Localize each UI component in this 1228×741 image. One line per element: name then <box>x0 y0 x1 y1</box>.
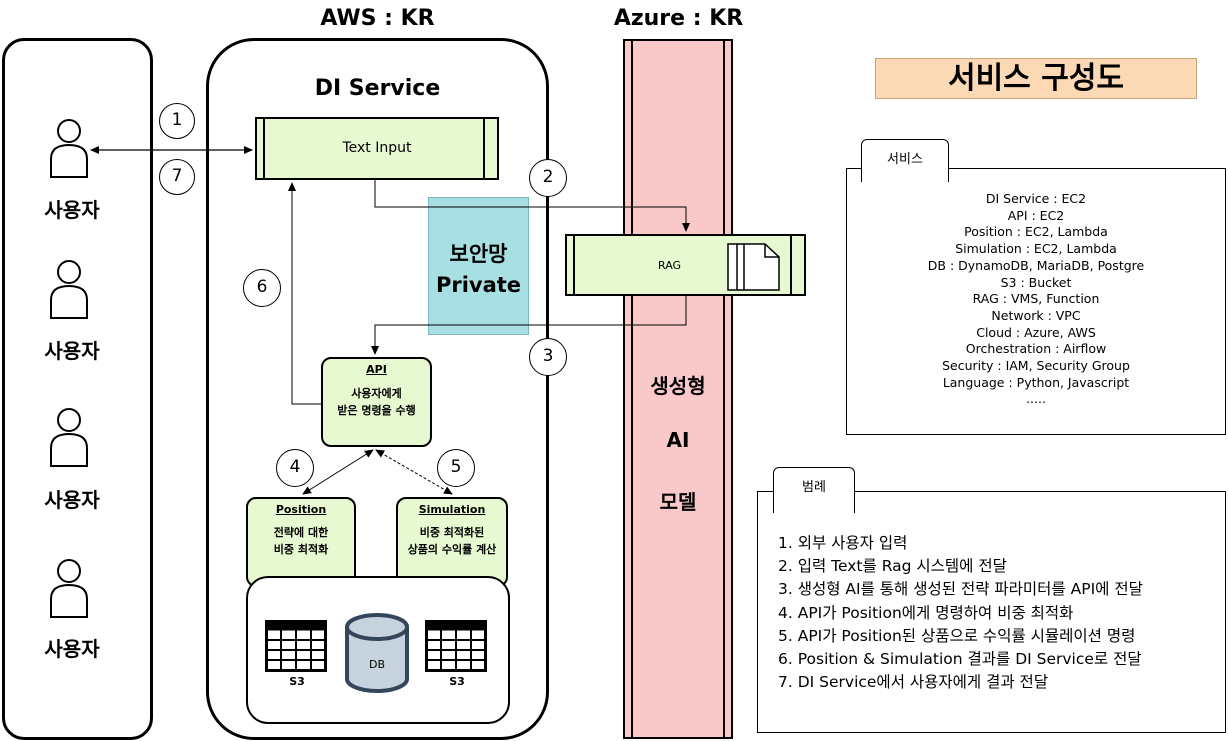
rag-node: RAG <box>565 234 806 296</box>
simulation-node: Simulation 비중 최적화된 상품의 수익률 계산 <box>396 497 508 587</box>
user-icon <box>50 408 88 467</box>
step-7-marker: 7 <box>159 159 195 195</box>
services-line: Cloud : Azure, AWS <box>976 324 1096 340</box>
services-line: API : EC2 <box>1007 207 1065 223</box>
services-panel: DI Service : EC2 API : EC2 Position : EC… <box>846 168 1226 435</box>
api-title: API <box>366 363 387 376</box>
page-title: 서비스 구성도 <box>875 58 1197 99</box>
legend-line: 3. 생성형 AI를 통해 생성된 전략 파라미터를 API에 전달 <box>778 580 1143 599</box>
services-line: Orchestration : Airflow <box>965 341 1107 357</box>
aws-zone-title: AWS : KR <box>320 6 435 31</box>
user-label: 사용자 <box>44 198 100 222</box>
text-input-label: Text Input <box>342 140 412 156</box>
azure-zone <box>623 39 733 739</box>
position-node: Position 전략에 대한 비중 최적화 <box>246 497 356 587</box>
user-icon <box>50 260 88 319</box>
security-network-label: 보안망 <box>449 242 508 266</box>
user-label: 사용자 <box>44 339 100 363</box>
text-input-node: Text Input <box>255 117 499 180</box>
legend-line: 1. 외부 사용자 입력 <box>778 534 908 552</box>
step-4-marker: 4 <box>276 449 314 487</box>
step-2-marker: 2 <box>529 159 567 197</box>
services-line: ..... <box>1026 391 1046 407</box>
s3-left-icon <box>265 620 327 672</box>
security-network-box: 보안망 Private <box>428 197 529 335</box>
services-list: DI Service : EC2 API : EC2 Position : EC… <box>847 191 1225 408</box>
services-line: RAG : VMS, Function <box>972 291 1100 307</box>
step-1-marker: 1 <box>159 103 195 139</box>
services-line: DI Service : EC2 <box>985 191 1087 206</box>
simulation-description: 비중 최적화된 상품의 수익률 계산 <box>407 526 497 556</box>
simulation-title: Simulation <box>418 503 486 516</box>
edge-text-input-rag <box>374 180 690 232</box>
legend-line: 6. Position & Simulation 결과를 DI Service로… <box>778 650 1142 669</box>
legend-list: 1. 외부 사용자 입력 2. 입력 Text를 Rag 시스템에 전달 3. … <box>778 532 1143 694</box>
user-icon <box>50 119 88 178</box>
services-line: Network : VPC <box>991 307 1081 323</box>
user-label: 사용자 <box>44 488 100 512</box>
azure-ai-model-label: 생성형 AI 모델 <box>650 374 706 514</box>
services-line: DB : DynamoDB, MariaDB, Postgre <box>927 257 1145 273</box>
security-network-sublabel: Private <box>435 273 522 297</box>
s3-left-label: S3 <box>289 675 305 688</box>
db-icon <box>345 613 409 693</box>
legend-line: 5. API가 Position된 상품으로 수익률 시뮬레이션 명령 <box>778 626 1136 645</box>
user-label: 사용자 <box>44 637 100 661</box>
legend-line: 7. DI Service에서 사용자에게 결과 전달 <box>778 673 1049 692</box>
legend-panel-tab: 범례 <box>773 467 855 513</box>
step-5-marker: 5 <box>437 449 475 487</box>
db-label: DB <box>368 658 386 671</box>
azure-zone-title: Azure : KR <box>613 6 744 31</box>
s3-right-label: S3 <box>449 675 465 688</box>
document-icon <box>727 243 780 291</box>
step-6-marker: 6 <box>243 269 281 307</box>
api-node: API 사용자에게 받은 명령을 수행 <box>321 357 432 447</box>
position-title: Position <box>275 503 327 516</box>
edge-api-position <box>302 449 374 495</box>
services-line: S3 : Bucket <box>1000 274 1072 290</box>
services-panel-tab: 서비스 <box>861 139 949 182</box>
s3-right-icon <box>425 620 487 672</box>
di-service-title: DI Service <box>314 76 441 101</box>
api-description: 사용자에게 받은 명령을 수행 <box>337 387 416 417</box>
legend-panel: 1. 외부 사용자 입력 2. 입력 Text를 Rag 시스템에 전달 3. … <box>757 491 1226 733</box>
user-icon <box>50 559 88 618</box>
position-description: 전략에 대한 비중 최적화 <box>273 526 329 556</box>
step-3-marker: 3 <box>529 338 567 376</box>
legend-line: 2. 입력 Text를 Rag 시스템에 전달 <box>778 557 1007 576</box>
legend-line: 4. API가 Position에게 명령하여 비중 최적화 <box>778 603 1074 622</box>
services-line: Position : EC2, Lambda <box>964 224 1108 240</box>
edge-api-text-input <box>288 182 321 405</box>
services-line: Language : Python, Javascript <box>942 374 1130 390</box>
rag-label: RAG <box>658 259 682 272</box>
edge-rag-api <box>371 296 687 355</box>
services-line: Simulation : EC2, Lambda <box>955 241 1117 257</box>
services-line: Security : IAM, Security Group <box>942 358 1130 374</box>
